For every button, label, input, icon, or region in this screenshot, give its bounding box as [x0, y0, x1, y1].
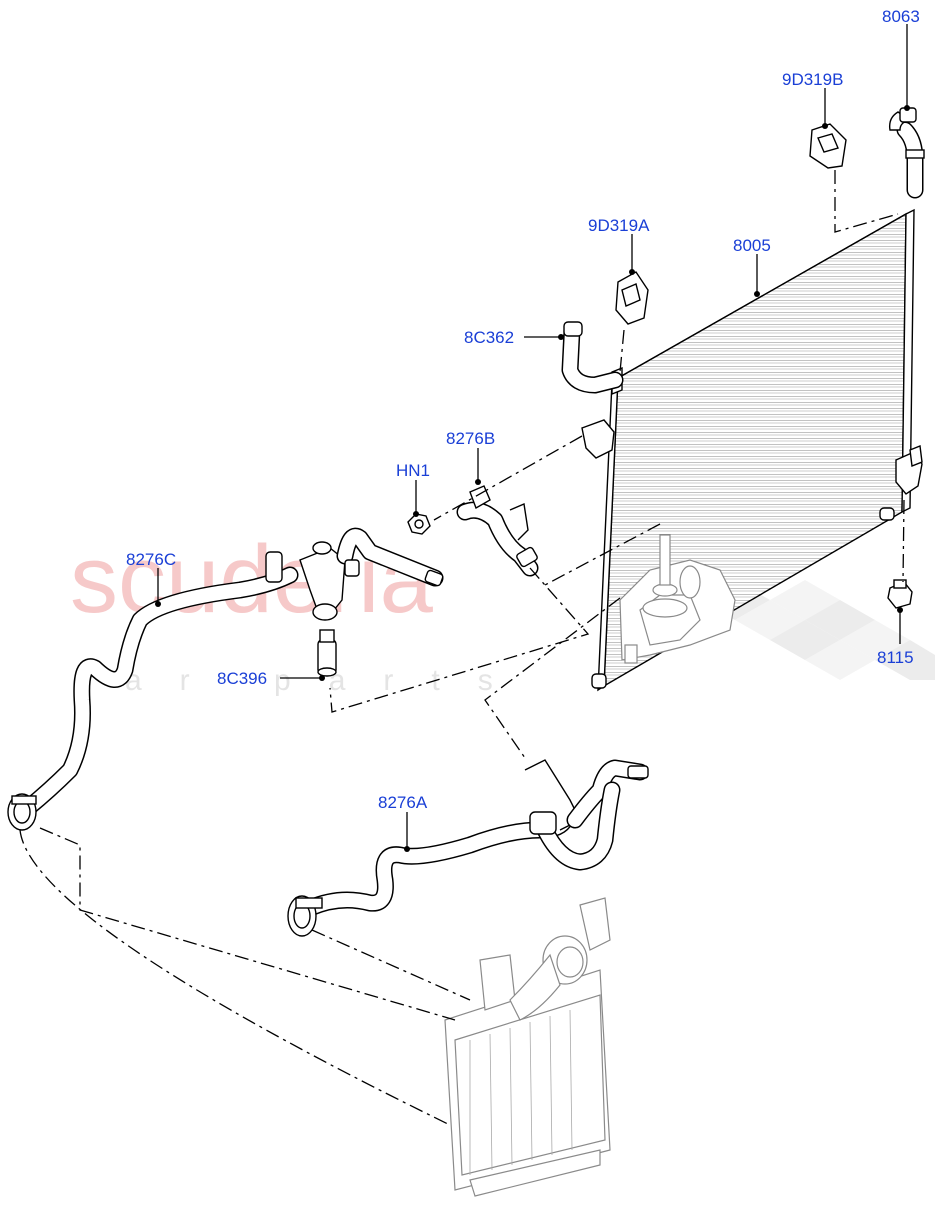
pipe-8C362 — [558, 321, 624, 394]
callout-HN1: HN1 — [396, 461, 430, 480]
watermark-sub: car parts — [72, 664, 531, 697]
ghost-intercooler — [444, 897, 611, 1197]
callout-8276A: 8276A — [378, 793, 428, 812]
elbow-fitting-8063 — [888, 105, 925, 199]
sensor-8115 — [887, 579, 913, 613]
callout-8005: 8005 — [733, 236, 771, 255]
connector-lines — [19, 170, 905, 1126]
callout-8276C: 8276C — [126, 550, 176, 569]
bracket-9D319B — [809, 123, 847, 169]
callout-8115: 8115 — [877, 648, 914, 667]
callout-8C396: 8C396 — [217, 669, 267, 688]
watermark-flag — [700, 580, 935, 680]
leader-lines — [157, 24, 908, 849]
ghost-pump — [619, 534, 736, 664]
callout-labels: 8063 9D319B 9D319A 8005 8C362 8276B HN1 … — [126, 7, 920, 812]
callout-9D319B: 9D319B — [782, 70, 843, 89]
callout-9D319A: 9D319A — [588, 216, 650, 235]
sensor-8C396 — [317, 629, 337, 681]
bracket-9D319A — [615, 269, 649, 325]
callout-8C362: 8C362 — [464, 328, 514, 347]
hose-8276C — [7, 527, 444, 831]
hose-8276B — [456, 479, 539, 577]
callout-8276B: 8276B — [446, 429, 495, 448]
nut-HN1 — [407, 511, 431, 535]
hose-8276A — [287, 759, 649, 937]
callout-8063: 8063 — [882, 7, 920, 26]
